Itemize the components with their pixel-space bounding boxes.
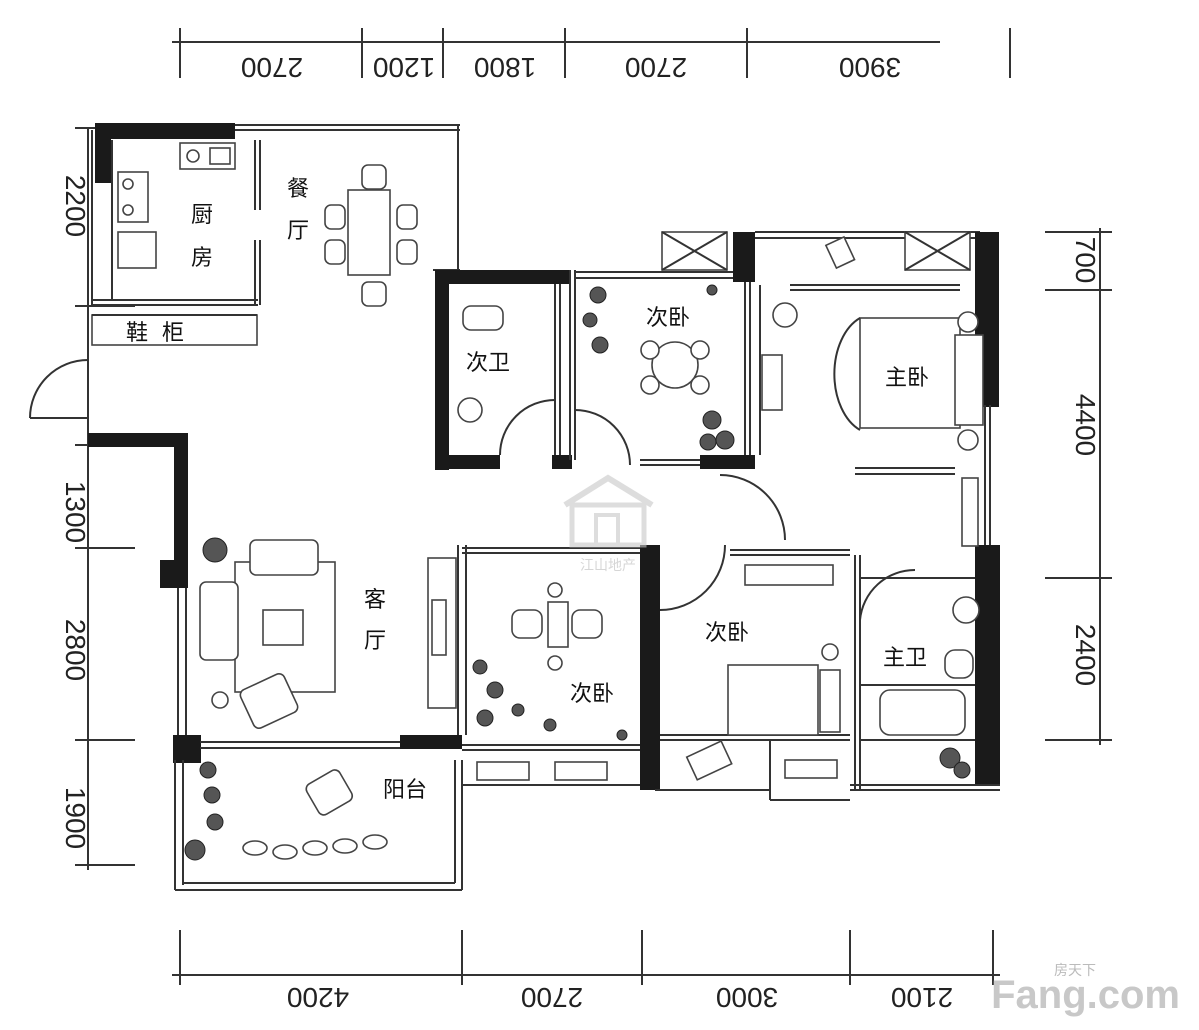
room-label-living-2: 厅: [364, 629, 386, 654]
right-dim-3: 2400: [1070, 624, 1101, 686]
bottom-dim-3: 3000: [716, 982, 778, 1013]
room-label-shoe-cabinet: 鞋 柜: [126, 321, 184, 346]
room-label-master-bedroom: 主卧: [885, 366, 929, 391]
room-label-secondary-bedroom-mid: 次卧: [705, 621, 749, 646]
left-dim-3: 2800: [60, 619, 91, 681]
left-dim-2: 1300: [60, 481, 91, 543]
right-dim-1: 700: [1070, 237, 1101, 284]
center-watermark-text: 江山地产: [580, 558, 636, 574]
furniture: [117, 142, 984, 781]
bottom-dimension-line: 4200 2700 3000 2100: [172, 930, 1000, 1013]
room-label-kitchen-2: 房: [191, 246, 213, 271]
plants: [184, 235, 971, 861]
top-dim-4: 2700: [625, 52, 687, 83]
room-label-study-bedroom: 次卧: [570, 682, 614, 707]
fang-logo: Fang.com 房天下: [991, 963, 1180, 1017]
room-label-master-bath: 主卫: [883, 646, 927, 671]
room-label-living-1: 客: [364, 588, 386, 613]
bottom-dim-4: 2100: [891, 982, 953, 1013]
walls: [29, 123, 1000, 891]
top-dim-2: 1200: [373, 52, 435, 83]
top-dimension-line: 2700 1200 1800 2700 3900: [172, 28, 1011, 83]
fang-logo-text: Fang.com: [991, 973, 1180, 1017]
top-dim-1: 2700: [241, 52, 303, 83]
room-label-kitchen-1: 厨: [191, 203, 213, 228]
fang-logo-cn: 房天下: [1054, 963, 1096, 979]
room-label-dining-1: 餐: [287, 177, 309, 202]
top-dim-3: 1800: [474, 52, 536, 83]
room-label-secondary-bedroom-top: 次卧: [646, 306, 690, 331]
bottom-dim-2: 2700: [521, 982, 583, 1013]
room-label-balcony: 阳台: [383, 778, 427, 803]
left-dim-4: 1900: [60, 787, 91, 849]
left-dim-1: 2200: [60, 175, 91, 237]
room-label-dining-2: 厅: [287, 219, 309, 244]
center-watermark: 江山地产: [563, 474, 654, 574]
right-dimension-line: 700 4400 2400: [1045, 228, 1112, 745]
bottom-dim-1: 4200: [287, 982, 349, 1013]
top-dim-5: 3900: [839, 52, 901, 83]
room-labels: 厨 房 餐 厅 鞋 柜 次卫 次卧 主卧 客 厅 次卧 次卧 主卫 阳台: [126, 177, 929, 803]
room-label-secondary-bath: 次卫: [466, 351, 510, 376]
left-dimension-line: 2200 1300 2800 1900: [60, 127, 135, 870]
right-dim-2: 4400: [1070, 394, 1101, 456]
